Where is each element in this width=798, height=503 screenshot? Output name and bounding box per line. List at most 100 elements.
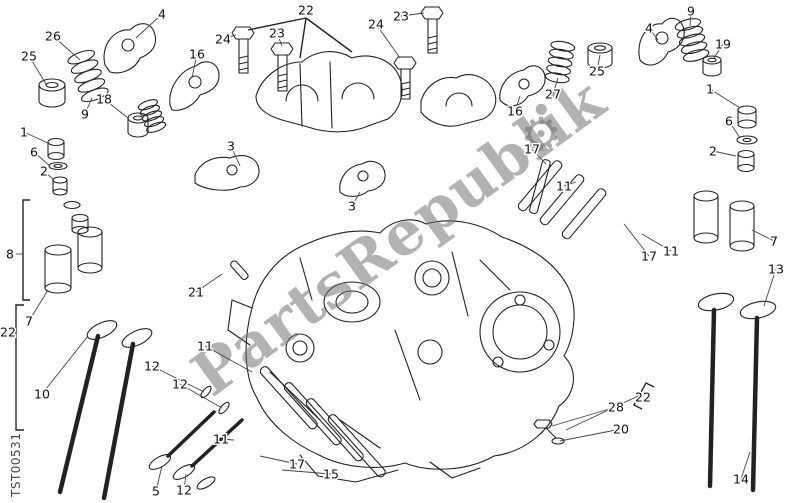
leader-line [641,233,672,252]
callout-23: 23 [393,9,409,24]
leader-line [648,27,659,41]
leader-line [709,88,741,109]
watermark: PartsRepublik ⚙ [180,65,619,411]
leader-line [689,10,692,27]
rocker-arm-3-a [194,155,260,191]
leader-line [531,148,547,165]
valve-gear-left [47,137,89,235]
callout-17: 17 [524,142,540,157]
bracket-22-top [247,17,353,59]
callout-10: 10 [34,387,50,402]
bracket-22-right [633,382,655,410]
tappet-buckets-left [44,226,103,294]
leader-line [52,35,81,61]
leader-line [351,191,361,207]
callout-1: 1 [706,82,714,97]
leader-line [103,98,129,119]
callout-24: 24 [368,17,384,32]
callout-17: 17 [641,249,657,264]
cam-caps [255,51,497,133]
callout-23: 23 [269,26,285,41]
leader-line [135,13,163,39]
leader-line [84,97,93,115]
valves-right [697,292,777,493]
tappet-buckets-right [693,190,755,252]
leader-line [596,54,601,72]
callout-1: 1 [20,125,28,140]
dowel-21 [230,260,249,281]
leader-line [191,53,198,79]
leader-line [222,34,237,40]
callout-7: 7 [770,234,778,249]
bolt-24-b [393,56,417,100]
callout-2: 2 [709,144,717,159]
callout-11: 11 [663,244,679,259]
callout-2: 2 [40,164,48,179]
callout-12: 12 [176,483,192,498]
main-casting [227,219,575,483]
leader-line [33,151,51,167]
stud-set-right [517,159,607,240]
callout-9: 9 [687,4,695,19]
rocker-arm-16-left [169,61,220,111]
leader-line [551,406,617,427]
callout-26: 26 [45,29,61,44]
leader-line [400,12,425,17]
valves-left [57,320,153,501]
bushing-25-right [587,42,613,69]
callout-5: 5 [152,484,160,499]
valve-gear-right [736,105,758,173]
callout-20: 20 [613,422,629,437]
bolt-23-a [270,42,294,92]
leader-line [552,77,559,95]
callout-22: 22 [0,325,16,340]
callout-24: 24 [215,32,231,47]
bolt-24-a [231,26,255,74]
leader-line [751,229,775,242]
callout-15: 15 [323,467,339,482]
leader-line [563,181,577,187]
leader-line [713,43,724,59]
leader-line [375,23,401,59]
leader-line [28,55,47,85]
callout-3: 3 [348,199,356,214]
leader-line [220,438,235,441]
spring-26 [67,49,109,103]
callout-7: 7 [25,314,33,329]
leader-line [155,465,163,492]
spring-18 [137,99,167,133]
callout-14: 14 [733,472,749,487]
callout-22: 22 [298,3,314,18]
leader-line [204,345,253,373]
leader-line [712,150,737,157]
callout-16: 16 [189,47,205,62]
callout-12: 12 [144,359,160,374]
leader-line [728,120,741,139]
callout-22: 22 [635,390,651,405]
callout-27: 27 [545,87,561,102]
spring-9 [674,18,710,62]
callout-4: 4 [645,21,653,36]
callout-8: 8 [6,247,14,262]
callout-11: 11 [197,339,213,354]
callout-25: 25 [21,49,37,64]
leader-line [559,428,622,442]
callout-6: 6 [30,145,38,160]
leader-line [183,473,187,491]
leader-line [23,131,51,145]
callout-16: 16 [507,104,523,119]
leader-line [514,95,521,112]
callout-13: 13 [768,262,784,277]
leader-line [259,455,298,465]
callout-12: 12 [172,377,188,392]
leader-line [28,289,49,322]
callout-11: 11 [556,179,572,194]
leader-line [763,268,777,307]
bushing-25-left [38,78,66,108]
leader-line [740,451,751,480]
callout-19: 19 [715,37,731,52]
bushings [38,42,722,138]
callout-11: 11 [213,432,229,447]
